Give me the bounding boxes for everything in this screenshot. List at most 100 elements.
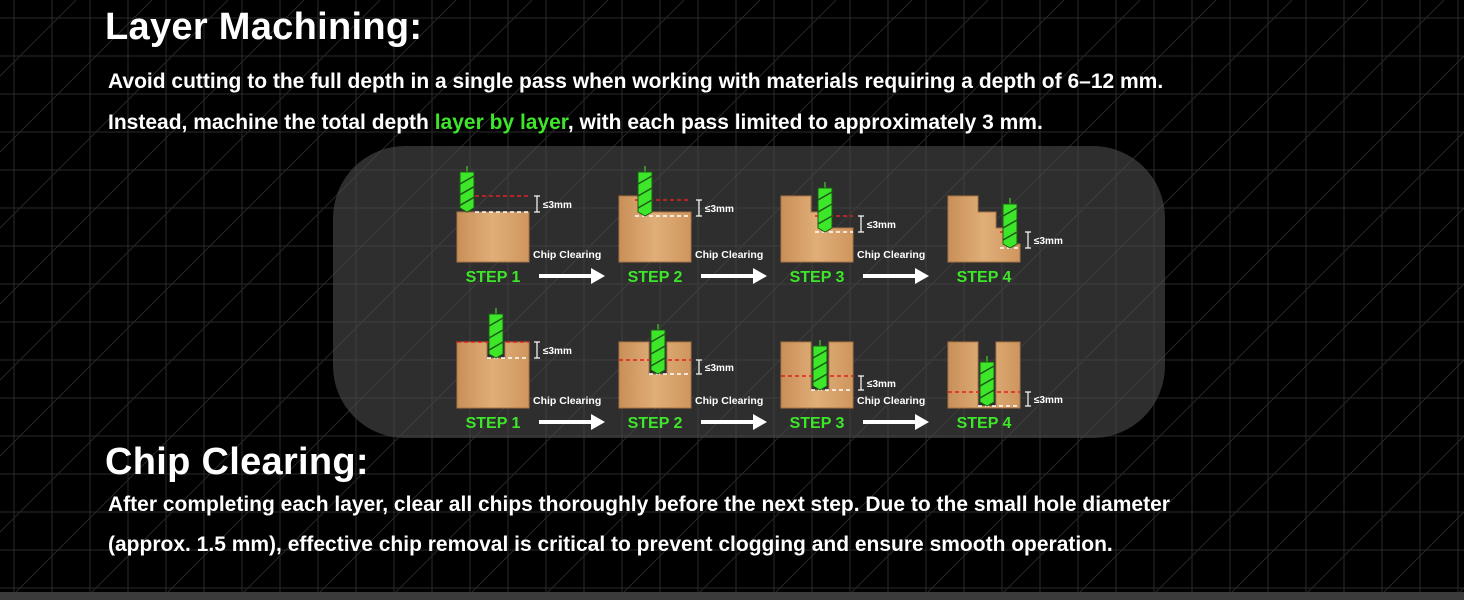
flute-line — [1002, 231, 1018, 241]
line-2-text-start: Instead, machine the total depth — [108, 111, 435, 134]
chip-clearing-line-2: (approx. 1.5 mm), effective chip removal… — [108, 533, 1113, 556]
chip-clearing-label: Chip Clearing — [533, 249, 601, 261]
end-mill-shank — [657, 324, 659, 330]
flute-line — [650, 333, 666, 343]
step-label: STEP 3 — [790, 269, 845, 286]
grid-diagonal — [1299, 435, 1464, 600]
dimension-label: ≤3mm — [705, 363, 734, 374]
line-2-text-end: , with each pass limited to approximatel… — [567, 111, 1043, 134]
end-mill-shank — [824, 182, 826, 188]
flute-line — [1002, 207, 1018, 217]
arrow-right-icon — [915, 268, 929, 284]
chip-clearing-label: Chip Clearing — [695, 249, 763, 261]
grid-diagonal — [995, 131, 1464, 600]
wood-block — [780, 195, 854, 263]
wood-block — [456, 211, 530, 263]
dimension-label: ≤3mm — [543, 346, 572, 357]
grid-diagonal — [0, 0, 381, 381]
end-mill-shank — [1009, 198, 1011, 204]
step-label: STEP 1 — [466, 269, 521, 286]
flute-line — [817, 203, 833, 213]
grid-diagonal — [0, 0, 77, 77]
grid-diagonal — [1223, 359, 1464, 600]
wood-block — [947, 195, 1021, 263]
grid-diagonal — [0, 0, 229, 229]
flute-line — [979, 377, 995, 387]
end-mill-bit-icon — [817, 187, 833, 233]
end-mill-bit-icon — [1002, 203, 1018, 249]
flute-line — [650, 345, 666, 355]
flute-line — [459, 186, 475, 196]
chip-clearing-label: Chip Clearing — [857, 395, 925, 407]
layer-by-layer-highlight: layer by layer — [434, 111, 568, 134]
chip-clearing-label: Chip Clearing — [695, 395, 763, 407]
dimension-label: ≤3mm — [705, 204, 734, 215]
flute-line — [637, 187, 653, 197]
flute-line — [488, 341, 504, 351]
flute-line — [817, 215, 833, 225]
grid-diagonal — [0, 0, 305, 305]
grid-diagonal — [7, 0, 609, 600]
chip-clearing-line-1: After completing each layer, clear all c… — [108, 493, 1170, 516]
chip-clearing-label: Chip Clearing — [857, 249, 925, 261]
chip-clearing-title: Chip Clearing: — [105, 441, 369, 483]
grid-diagonal — [0, 0, 457, 457]
wood-block — [618, 341, 692, 409]
flute-line — [979, 389, 995, 399]
arrow-right-icon — [753, 414, 767, 430]
dimension-label: ≤3mm — [1034, 236, 1063, 247]
end-mill-bit-icon — [979, 361, 995, 407]
layer-machining-line-2: Instead, machine the total depth layer b… — [108, 111, 1043, 135]
grid-diagonal — [1071, 207, 1464, 600]
flute-line — [812, 349, 828, 359]
flute-line — [459, 196, 475, 206]
flute-line — [488, 329, 504, 339]
flute-line — [637, 175, 653, 185]
arrow-right-icon — [915, 414, 929, 430]
arrow-right-icon — [753, 268, 767, 284]
step-label: STEP 1 — [466, 415, 521, 432]
flute-line — [812, 373, 828, 383]
chip-clearing-label: Chip Clearing — [533, 395, 601, 407]
end-mill-bit-icon — [812, 345, 828, 391]
end-mill-shank — [466, 166, 468, 172]
dimension-label: ≤3mm — [867, 379, 896, 390]
step-label: STEP 2 — [628, 269, 683, 286]
end-mill-bit-icon — [488, 313, 504, 359]
flute-line — [488, 317, 504, 327]
flute-line — [812, 361, 828, 371]
wood-block — [618, 195, 692, 263]
grid-diagonal — [919, 55, 1464, 600]
bottom-bar — [0, 592, 1464, 600]
end-mill-bit-icon — [650, 329, 666, 375]
dimension-label: ≤3mm — [1034, 395, 1063, 406]
flute-line — [817, 191, 833, 201]
step-label: STEP 4 — [957, 415, 1012, 432]
flute-line — [650, 357, 666, 367]
step-label: STEP 4 — [957, 269, 1012, 286]
end-mill-shank — [644, 166, 646, 172]
flute-line — [637, 199, 653, 209]
arrow-right-icon — [591, 414, 605, 430]
flute-line — [1002, 219, 1018, 229]
step-label: STEP 3 — [790, 415, 845, 432]
flute-line — [979, 365, 995, 375]
end-mill-shank — [986, 356, 988, 362]
grid-diagonal — [0, 0, 153, 153]
dimension-label: ≤3mm — [867, 220, 896, 231]
end-mill-shank — [495, 308, 497, 314]
dimension-label: ≤3mm — [543, 200, 572, 211]
grid-diagonal — [0, 0, 533, 533]
layer-machining-line-1: Avoid cutting to the full depth in a sin… — [108, 70, 1164, 93]
layer-machining-title: Layer Machining: — [105, 6, 423, 48]
flute-line — [459, 175, 475, 185]
